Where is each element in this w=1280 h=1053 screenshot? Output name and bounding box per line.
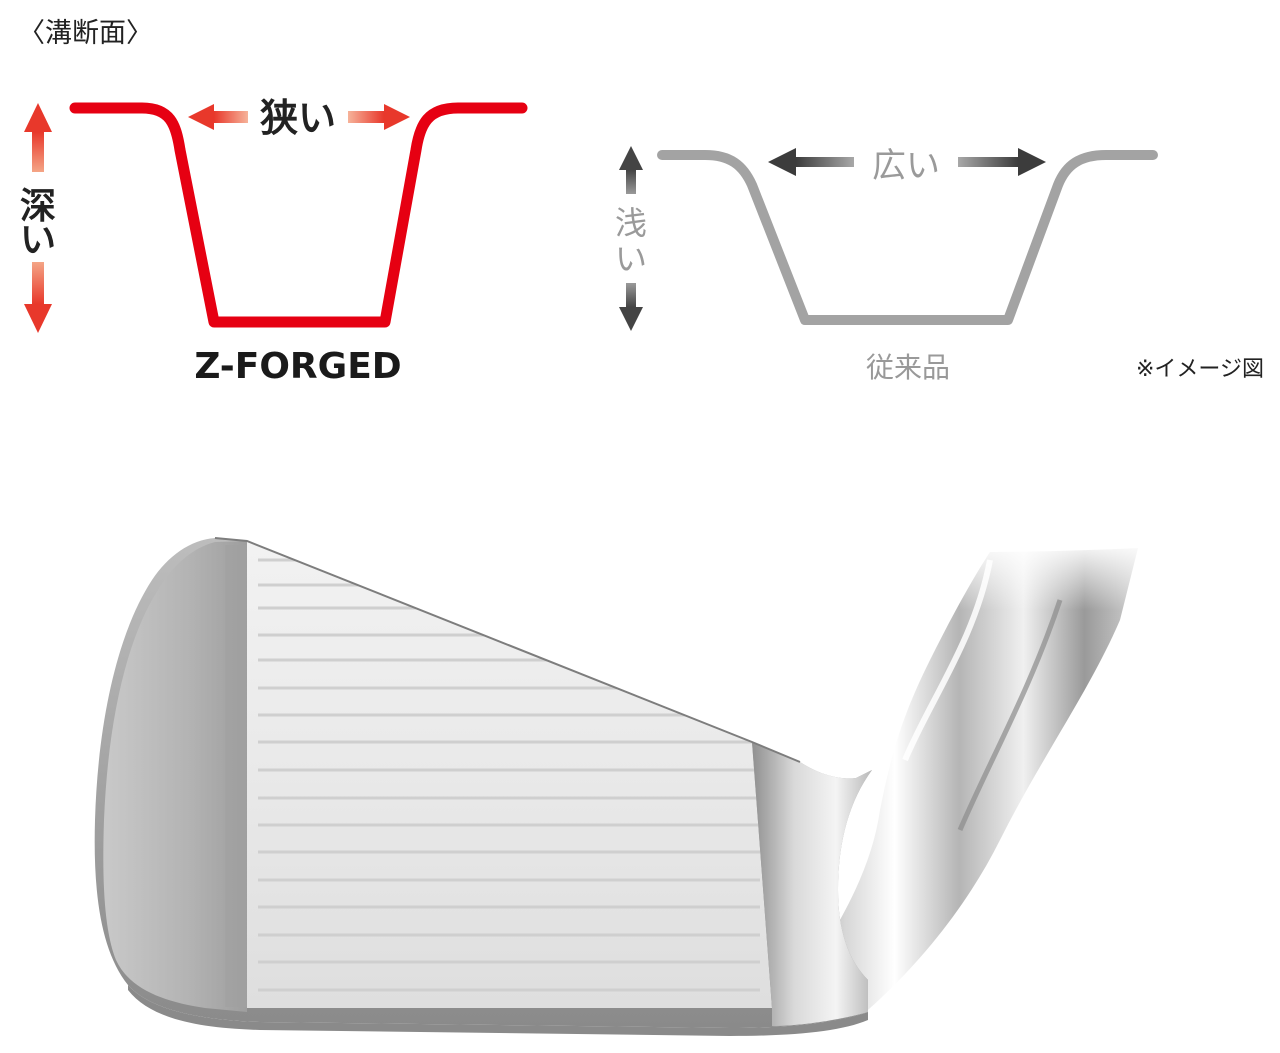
arrow-right-head <box>1018 148 1046 176</box>
section-heading: 〈溝断面〉 <box>18 18 153 49</box>
zforged-depth-arrow <box>24 103 52 333</box>
arrow-up-head <box>619 146 643 170</box>
zforged-width-arrow <box>188 104 410 130</box>
arrow-right-shaft <box>348 111 384 123</box>
conventional-depth-arrow <box>619 146 643 331</box>
toe-edge-shade <box>225 545 247 1007</box>
zforged-width-label: 狭い <box>260 96 336 140</box>
top-line <box>214 537 801 763</box>
arrow-left-shaft <box>214 111 248 123</box>
heel-neck <box>752 742 872 1026</box>
arrow-up-shaft <box>626 170 636 194</box>
conventional-groove-diagram: 浅 い 広い 従来品 <box>615 146 1158 384</box>
hosel-shadow-line <box>957 599 1063 831</box>
conventional-width-arrow <box>768 148 1046 176</box>
hosel-highlight <box>902 559 993 762</box>
conventional-name: 従来品 <box>866 351 950 384</box>
arrow-up-shaft <box>32 132 44 172</box>
arrow-right-shaft <box>958 157 1018 167</box>
zforged-groove-diagram: 深 い 狭い Z-FORGED <box>20 96 528 387</box>
zforged-groove-profile <box>69 102 528 328</box>
zforged-name: Z-FORGED <box>194 346 401 387</box>
sole-edge <box>128 985 868 1036</box>
arrow-down-shaft <box>626 283 636 307</box>
arrow-right-head <box>384 104 410 130</box>
hosel-shaft <box>780 548 1138 1025</box>
conventional-depth-label-1: 浅 <box>615 204 647 242</box>
shaft-fade <box>960 540 1160 610</box>
arrow-left-shaft <box>796 157 854 167</box>
arrow-down-shaft <box>32 262 44 304</box>
arrow-up-head <box>24 103 52 132</box>
zforged-depth-label-1: 深 <box>20 186 56 227</box>
club-face <box>247 541 772 1008</box>
arrow-down-head <box>24 304 52 333</box>
conventional-width-label: 広い <box>872 146 940 186</box>
toe-area <box>103 541 247 1012</box>
conventional-depth-label-2: い <box>615 240 647 278</box>
image-note: ※イメージ図 <box>1136 357 1264 382</box>
arrow-left-head <box>188 104 214 130</box>
arrow-down-head <box>619 307 643 331</box>
conventional-groove-profile <box>657 150 1158 325</box>
iron-club-head <box>94 537 1160 1036</box>
arrow-left-head <box>768 148 796 176</box>
zforged-depth-label-2: い <box>20 220 56 261</box>
